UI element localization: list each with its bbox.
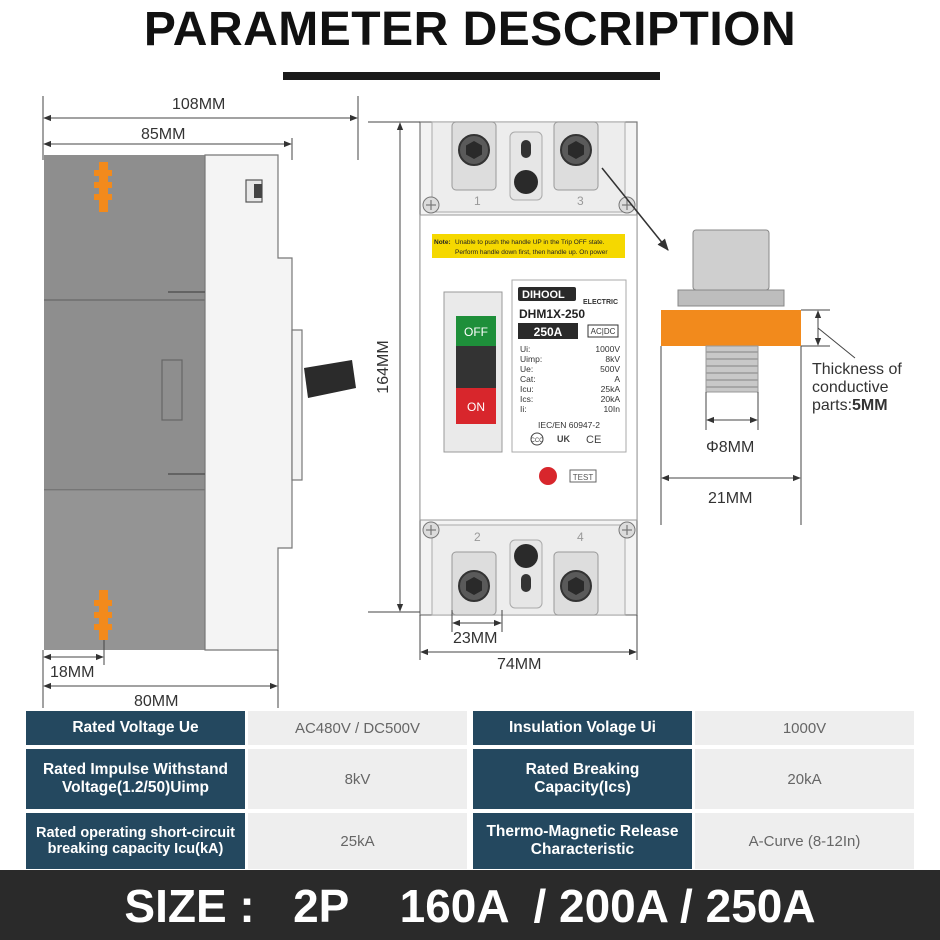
spec-value-release-characteristic: A-Curve (8-12In) (695, 813, 914, 869)
spec-table: Rated Voltage Ue AC480V / DC500V Insulat… (0, 711, 940, 869)
spec-label-breaking-capacity: Rated Breaking Capacity(Ics) (473, 749, 692, 809)
warning-note (432, 234, 625, 258)
spec-label-rated-voltage: Rated Voltage Ue (26, 711, 245, 745)
dim-23mm: 23MM (453, 630, 497, 647)
spec-key: Uimp: (520, 354, 542, 364)
note-line-2: Perform handle down first, then handle u… (455, 249, 608, 256)
test-button (539, 467, 557, 485)
spec-value-breaking-capacity: 20kA (695, 749, 914, 809)
spec-key: Ue: (520, 364, 533, 374)
test-label: TEST (573, 473, 594, 482)
page-title: PARAMETER DESCRIPTION (143, 3, 797, 56)
handle-lever (304, 360, 356, 398)
conductive-note-line-1: Thickness of (812, 361, 902, 378)
dim-108mm: 108MM (172, 96, 225, 113)
dim-21mm: 21MM (708, 490, 752, 507)
spec-value: 1000V (595, 344, 620, 354)
conductive-thickness: 5MM (852, 397, 888, 414)
size-banner (0, 870, 940, 940)
spec-value: 10In (603, 404, 620, 414)
on-label: ON (467, 400, 485, 414)
front-view: 1 3 2 4 Note: Unable to push the handle … (419, 121, 638, 616)
switch-toggle (456, 346, 496, 388)
model-number: DHM1X-250 (519, 307, 585, 321)
conductive-note-line-3: parts:5MM (812, 397, 888, 414)
terminal-2-label: 2 (474, 530, 481, 544)
side-view (44, 154, 356, 651)
spec-value: 20kA (601, 394, 621, 404)
spec-value-short-circuit: 25kA (248, 813, 467, 869)
conductive-note-line-2: conductive (812, 379, 889, 396)
brand-logo: DIHOOL (522, 289, 565, 301)
off-label: OFF (464, 325, 488, 339)
dim-85mm: 85MM (141, 126, 185, 143)
standard-text: IEC/EN 60947-2 (538, 420, 600, 430)
terminal-4-label: 4 (577, 530, 584, 544)
svg-text:UK: UK (557, 434, 570, 444)
dim-74mm: 74MM (497, 656, 541, 673)
acdc-mark: AC|DC (591, 327, 616, 336)
spec-key: Cat: (520, 374, 536, 384)
size-text: SIZE : 2P 160A / 200A / 250A (124, 880, 816, 932)
spec-list: Ui: 1000V Uimp: 8kV Ue: 500V Cat: A Icu: 25kA Ics:… (520, 344, 620, 414)
spec-label-release-characteristic: Thermo-Magnetic Release Characteristic (473, 813, 692, 869)
spec-value: 500V (600, 364, 620, 374)
screw-detail (601, 167, 801, 393)
spec-value-impulse-withstand: 8kV (248, 749, 467, 809)
note-line-1: Unable to push the handle UP in the Trip… (455, 239, 605, 246)
brand-sub: ELECTRIC (583, 299, 618, 306)
side-cover (204, 154, 293, 651)
spec-value: 8kV (605, 354, 620, 364)
conductive-part (661, 310, 801, 346)
terminal-1-label: 1 (474, 194, 481, 208)
spec-value-rated-voltage: AC480V / DC500V (248, 711, 467, 745)
dim-164mm: 164MM (375, 340, 392, 393)
conductive-prefix: parts: (812, 397, 852, 414)
spec-key: Ii: (520, 404, 527, 414)
dim-18mm: 18MM (50, 664, 94, 681)
spec-key: Icu: (520, 384, 534, 394)
on-indicator (456, 388, 496, 424)
technical-drawing: 108MM 85MM 18MM 80MM (42, 96, 902, 710)
spec-key: Ui: (520, 344, 530, 354)
terminal-3-label: 3 (577, 194, 584, 208)
svg-text:CE: CE (586, 434, 601, 446)
spec-key: Ics: (520, 394, 533, 404)
dim-80mm: 80MM (134, 693, 178, 710)
spec-label-insulation-voltage: Insulation Volage Ui (473, 711, 692, 745)
note-label: Note: (434, 239, 451, 246)
spec-value-insulation-voltage: 1000V (695, 711, 914, 745)
spec-value: A (614, 374, 620, 384)
current-rating: 250A (534, 325, 563, 339)
off-indicator (456, 316, 496, 346)
title-underline (283, 72, 660, 80)
spec-label-impulse-withstand: Rated Impulse Withstand Voltage(1.2/50)U… (26, 749, 245, 809)
spec-label-short-circuit: Rated operating short-circuit breaking c… (26, 813, 245, 869)
dim-8mm: Φ8MM (706, 439, 754, 456)
rating-label (511, 279, 627, 453)
spec-value: 25kA (601, 384, 621, 394)
svg-text:CCC: CCC (531, 438, 545, 444)
